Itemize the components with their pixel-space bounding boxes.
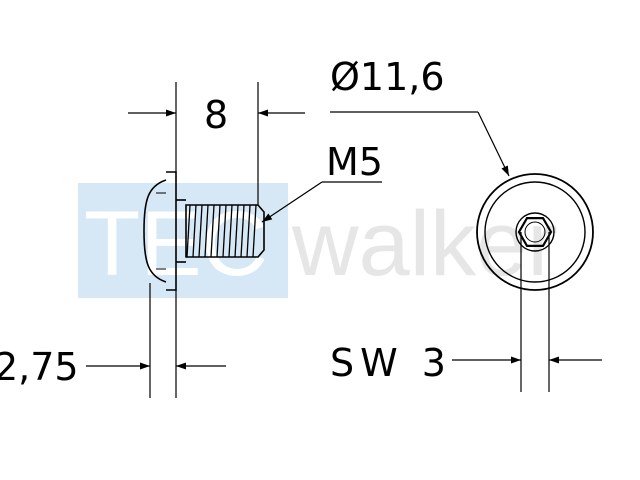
thread-label: M5 <box>326 140 383 184</box>
thread-line <box>252 204 257 258</box>
thread-line <box>240 204 245 258</box>
head-diameter-leader <box>330 111 510 177</box>
head-height-dimension <box>86 283 226 398</box>
thread-hatching <box>186 204 257 258</box>
thread-leader <box>261 181 382 223</box>
thread-line <box>192 204 197 258</box>
socket-size-dimension <box>452 232 602 392</box>
socket-size-label: SW 3 <box>330 341 452 385</box>
thread-line <box>186 204 191 258</box>
thread-line <box>246 204 251 258</box>
length-dimension <box>128 82 305 205</box>
thread-line <box>228 204 233 258</box>
screw-side-view <box>143 171 265 291</box>
thread-line <box>234 204 239 258</box>
thread-line <box>222 204 227 258</box>
thread-line <box>198 204 203 258</box>
thread-line <box>210 204 215 258</box>
thread-line <box>216 204 221 258</box>
screw-end-view <box>476 173 594 291</box>
head-height-label: 2,75 <box>0 345 79 389</box>
thread-line <box>204 204 209 258</box>
length-label: 8 <box>204 93 228 137</box>
head-diameter-label: Ø11,6 <box>330 55 445 99</box>
svg-text:walker: walker <box>291 193 558 295</box>
